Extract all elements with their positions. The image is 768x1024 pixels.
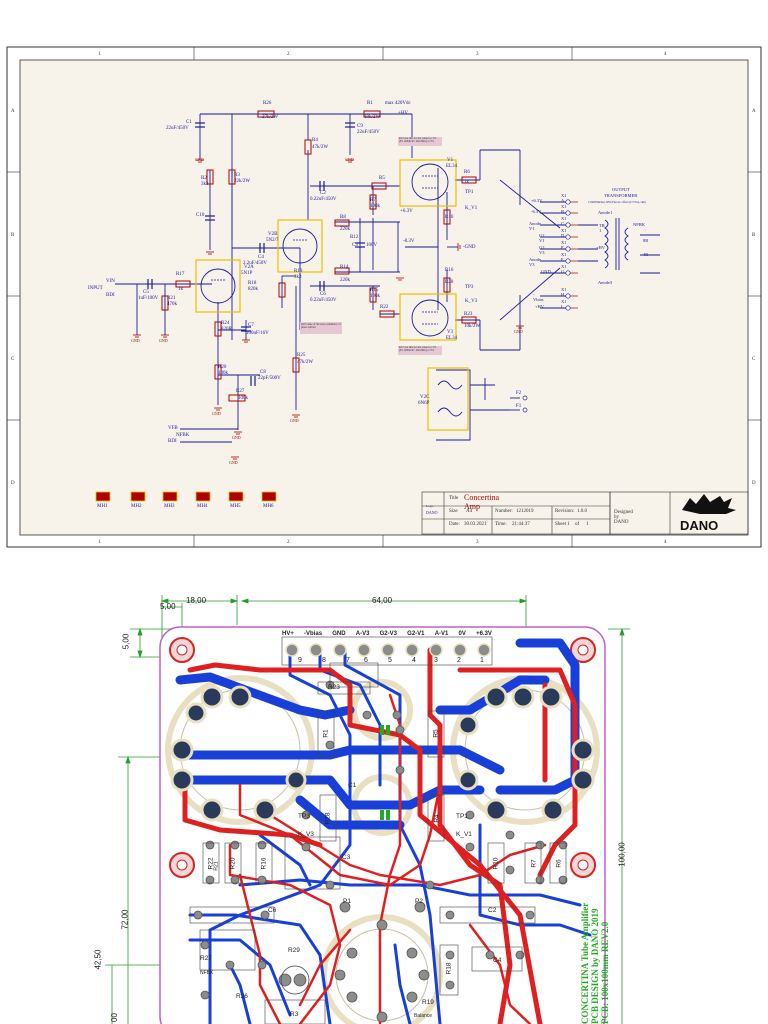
pcb-side-text-3: PCB: 100x100mm REV2.0 xyxy=(600,921,610,1024)
border-number-1-bottom: 1 xyxy=(98,540,101,545)
dano-logo xyxy=(682,494,736,514)
border-letter-c: C xyxy=(11,357,15,362)
tube-v2a-box xyxy=(195,259,241,313)
pcb-top-thin-traces xyxy=(228,693,547,1024)
border-zone-ticks xyxy=(7,47,761,547)
note-box-bottom xyxy=(398,346,442,355)
pcb-mounting-holes xyxy=(169,637,596,878)
pcb-side-text: CONCERTINA Tube Amplifier PCB DESIGN by … xyxy=(580,903,610,1024)
schematic-sheet: 1 2 3 4 1 2 3 4 A B C D A B C D xyxy=(6,46,762,548)
border-letter-b: B xyxy=(11,233,15,238)
dimension-lines xyxy=(105,595,630,1024)
connector-pins xyxy=(522,199,571,413)
border-number-3: 3 xyxy=(476,52,479,57)
border-letter-a-right: A xyxy=(752,109,756,114)
pcb-caps xyxy=(280,725,390,995)
tube-symbols xyxy=(195,159,469,431)
pcb-component-outlines xyxy=(189,636,567,1024)
sheet-inner-frame xyxy=(19,59,749,536)
border-letter-d: D xyxy=(11,481,15,486)
pcb-layout: CONCERTINA Tube Amplifier PCB DESIGN by … xyxy=(105,595,630,1024)
border-number-2: 2 xyxy=(287,52,290,57)
title-block xyxy=(421,491,749,535)
connector-pin-markers xyxy=(570,201,578,309)
schematic-components xyxy=(161,110,477,402)
note-box-middle xyxy=(300,322,342,334)
note-box-top xyxy=(398,137,442,146)
pcb-header-pads xyxy=(285,643,491,657)
output-transformer-symbol xyxy=(604,218,629,270)
pcb-side-text-2: PCB DESIGN by DANO 2019 xyxy=(590,908,600,1024)
pcb-large-pads xyxy=(170,685,595,822)
tube-v2b-box xyxy=(277,219,323,273)
border-letter-c-right: C xyxy=(752,357,756,362)
tube-v2c-box xyxy=(427,367,469,431)
border-number-1: 1 xyxy=(98,52,101,57)
mounting-hole-symbols xyxy=(95,491,277,502)
border-letter-d-right: D xyxy=(752,481,756,486)
ground-symbols xyxy=(133,159,524,460)
border-number-2-bottom: 2 xyxy=(287,540,290,545)
tube-v1-box xyxy=(399,159,457,207)
border-number-3-bottom: 3 xyxy=(476,540,479,545)
border-number-4: 4 xyxy=(664,52,667,57)
schematic-capacitors xyxy=(147,122,365,386)
border-letter-b-right: B xyxy=(752,233,756,238)
tube-v3-box xyxy=(399,293,457,341)
pcb-top-traces xyxy=(182,647,578,1024)
border-letter-a: A xyxy=(11,109,15,114)
pcb-side-text-1: CONCERTINA Tube Amplifier xyxy=(580,903,590,1024)
border-number-4-bottom: 4 xyxy=(664,540,667,545)
